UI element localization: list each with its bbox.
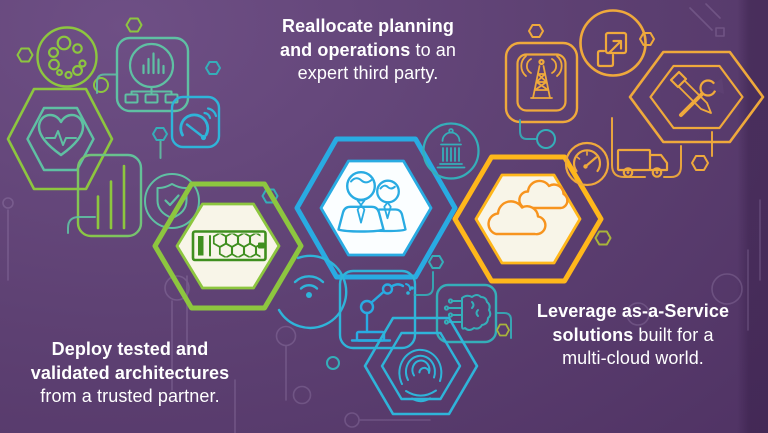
small-hexagon: [16, 47, 34, 63]
circuit-connector-lines-bottom: [413, 271, 512, 339]
dotted-connector-bottomright: [594, 230, 612, 246]
speedometer-icon: [564, 141, 610, 187]
clouds-icon: [487, 179, 569, 236]
caption-line: and operations to an: [257, 39, 479, 63]
server-rack-hexagon: [152, 181, 304, 311]
analytics-network-icon: [115, 36, 190, 113]
circuit-connector-lines-right: [611, 117, 713, 178]
small-circle: [93, 77, 109, 93]
caption-regular-text: multi-cloud world.: [562, 348, 704, 368]
dotted-connector-midleft: [116, 115, 136, 153]
radio-tower-icon: [504, 41, 579, 124]
consultants-icon: [337, 170, 407, 233]
small-hexagon: [152, 127, 168, 141]
caption-deploy: Deploy tested and validated architecture…: [23, 338, 237, 409]
circuit-connector-line: [519, 119, 538, 140]
caption-line: multi-cloud world.: [522, 347, 744, 371]
caption-bold-text: Deploy tested and: [51, 339, 209, 359]
small-hexagon: [691, 155, 709, 171]
small-hexagon: [428, 255, 444, 269]
caption-bold-text: Leverage as-a-Service: [536, 301, 730, 321]
caption-bold-text: solutions: [552, 324, 634, 345]
multi-cloud-hexagon: [452, 154, 604, 284]
caption-bold-text: Reallocate planning: [282, 16, 454, 36]
government-building-icon: [422, 122, 480, 180]
caption-line: solutions built for a: [522, 324, 744, 348]
server-rack-icon: [191, 230, 267, 262]
caption-regular-text: built for a: [633, 324, 714, 345]
consultants-hexagon: [294, 136, 458, 280]
small-circle: [536, 129, 556, 149]
tools-icon: [628, 50, 765, 144]
background-circuit-pattern: [2, 3, 761, 433]
bar-chart-icon: [76, 153, 143, 238]
caption-bold-text: validated architectures: [30, 362, 230, 383]
caption-line: Reallocate planning: [257, 15, 479, 39]
expand-icon: [579, 9, 647, 77]
small-hexagon: [528, 24, 544, 38]
gauge-icon: [170, 95, 221, 149]
caption-line: expert third party.: [257, 62, 479, 86]
loading-bubbles-icon: [36, 26, 98, 88]
circuit-connector-lines: [67, 73, 162, 234]
caption-line: Leverage as-a-Service: [522, 300, 744, 324]
caption-leverage: Leverage as-a-Service solutions built fo…: [522, 300, 744, 371]
dotted-connector-bottomleft: [326, 356, 340, 370]
caption-line: validated architectures: [23, 362, 237, 386]
wifi-icon: [277, 254, 348, 330]
fingerprint-icon: [363, 316, 479, 416]
caption-regular-text: from a trusted partner.: [40, 386, 220, 406]
caption-bold-text: and operations: [279, 39, 411, 60]
truck-icon: [616, 148, 669, 178]
caption-reallocate: Reallocate planning and operations to an…: [257, 15, 479, 86]
ai-brain-icon: [435, 283, 498, 344]
robot-arm-icon: [338, 269, 417, 350]
small-hexagon: [496, 323, 510, 337]
dotted-connector-topleft: [125, 17, 221, 75]
dotted-connector-topright: [604, 72, 621, 111]
caption-regular-text: to an: [410, 39, 457, 60]
small-hexagon: [639, 32, 655, 46]
caption-regular-text: expert third party.: [297, 63, 439, 83]
heartbeat-icon: [6, 87, 114, 191]
caption-line: from a trusted partner.: [23, 385, 237, 409]
caption-line: Deploy tested and: [23, 338, 237, 362]
